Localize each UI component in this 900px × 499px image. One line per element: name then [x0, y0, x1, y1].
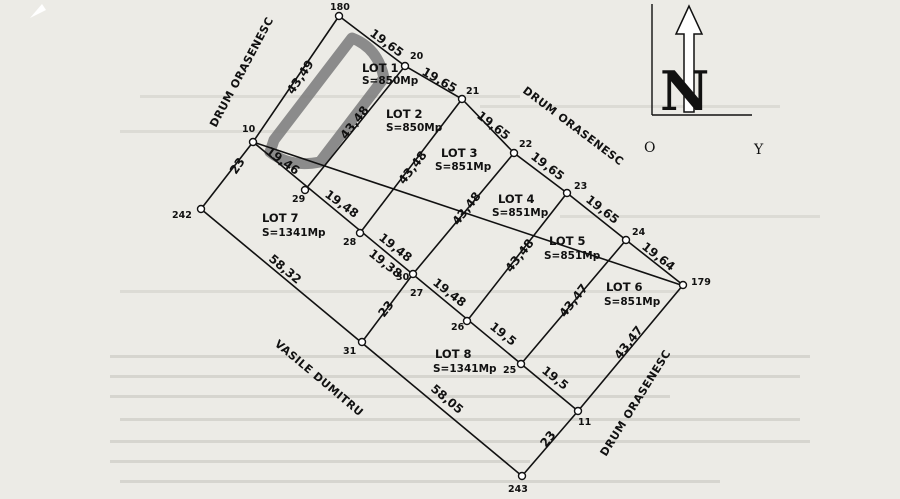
origin-label: O	[644, 140, 655, 156]
y-axis-label: Y	[753, 142, 764, 158]
point-27	[408, 269, 418, 279]
bottom-dimensions: 58,32 58,05	[266, 252, 466, 417]
north-compass: N O Y	[644, 4, 764, 158]
dim-right-lower: 23	[537, 428, 558, 450]
lot-6-name: LOT 6	[606, 280, 643, 294]
point-22	[509, 148, 519, 158]
label-243: 243	[508, 484, 528, 495]
label-179: 179	[691, 277, 711, 288]
north-letter: N	[660, 59, 709, 123]
dim-top-2: 19,65	[420, 64, 460, 95]
lot-6-area: S=851Mp	[604, 296, 661, 308]
point-31	[357, 337, 367, 347]
dim-lot2-3: 43,48	[395, 148, 429, 187]
point-179	[678, 280, 688, 290]
label-24: 24	[632, 227, 646, 238]
north-arrow-icon	[674, 4, 704, 113]
lot-5-name: LOT 5	[549, 234, 586, 248]
point-242	[196, 204, 206, 214]
dim-bottom-right: 58,05	[428, 382, 466, 417]
point-24	[621, 235, 631, 245]
lot-1-name: LOT 1	[362, 61, 399, 75]
label-20: 20	[410, 51, 424, 62]
dim-lot5-6: 43,47	[556, 281, 590, 320]
label-28: 28	[343, 237, 357, 248]
survey-points	[196, 11, 688, 481]
label-25: 25	[503, 365, 516, 376]
label-30: 30	[396, 272, 410, 283]
point-labels: 180 20 21 22 23 24 179 10 29 28 30 27 26…	[172, 2, 711, 495]
lot-1-highlight	[264, 32, 390, 170]
point-20	[400, 61, 410, 71]
dim-lot4-5: 43,48	[502, 236, 536, 275]
faint-background-text	[30, 4, 820, 483]
lot-labels: LOT 1 S=850Mp LOT 2 S=850Mp LOT 3 S=851M…	[262, 61, 661, 375]
point-21	[457, 94, 467, 104]
point-180	[334, 11, 344, 21]
point-10	[248, 137, 258, 147]
dim-b6: 19,5	[539, 363, 571, 392]
label-242: 242	[172, 210, 192, 221]
point-29	[300, 185, 310, 195]
lot-4-name: LOT 4	[498, 192, 535, 206]
lot-8-area: S=1341Mp	[433, 363, 497, 375]
lot-5-area: S=851Mp	[544, 250, 601, 262]
label-23: 23	[574, 181, 587, 192]
lot-3-area: S=851Mp	[435, 161, 492, 173]
point-23	[562, 188, 572, 198]
label-31: 31	[343, 346, 356, 357]
point-25	[516, 359, 526, 369]
dim-top-3: 19,65	[474, 108, 513, 142]
label-11: 11	[578, 417, 591, 428]
label-29: 29	[292, 194, 305, 205]
lot-2-name: LOT 2	[386, 107, 423, 121]
point-243	[517, 471, 527, 481]
lot-2-area: S=850Mp	[386, 122, 443, 134]
label-180: 180	[330, 2, 350, 13]
dim-left-lower: 23	[227, 155, 248, 177]
lot-7-name: LOT 7	[262, 211, 299, 225]
lot-8-name: LOT 8	[435, 347, 472, 361]
label-10: 10	[242, 124, 256, 135]
lot-3-name: LOT 3	[441, 146, 478, 160]
point-26	[462, 316, 472, 326]
label-22: 22	[519, 139, 532, 150]
lot-4-area: S=851Mp	[492, 207, 549, 219]
label-26: 26	[451, 322, 465, 333]
label-27: 27	[410, 288, 423, 299]
point-28	[355, 228, 365, 238]
point-11	[573, 406, 583, 416]
lot-1-area: S=850Mp	[362, 75, 419, 87]
label-21: 21	[466, 86, 479, 97]
dim-bottom-left: 58,32	[266, 252, 304, 287]
lot-7-area: S=1341Mp	[262, 227, 326, 239]
road-left: DRUM ORASENESC	[207, 15, 276, 130]
dim-top-6: 19,64	[639, 239, 678, 273]
dim-b5: 19,5	[487, 319, 519, 348]
